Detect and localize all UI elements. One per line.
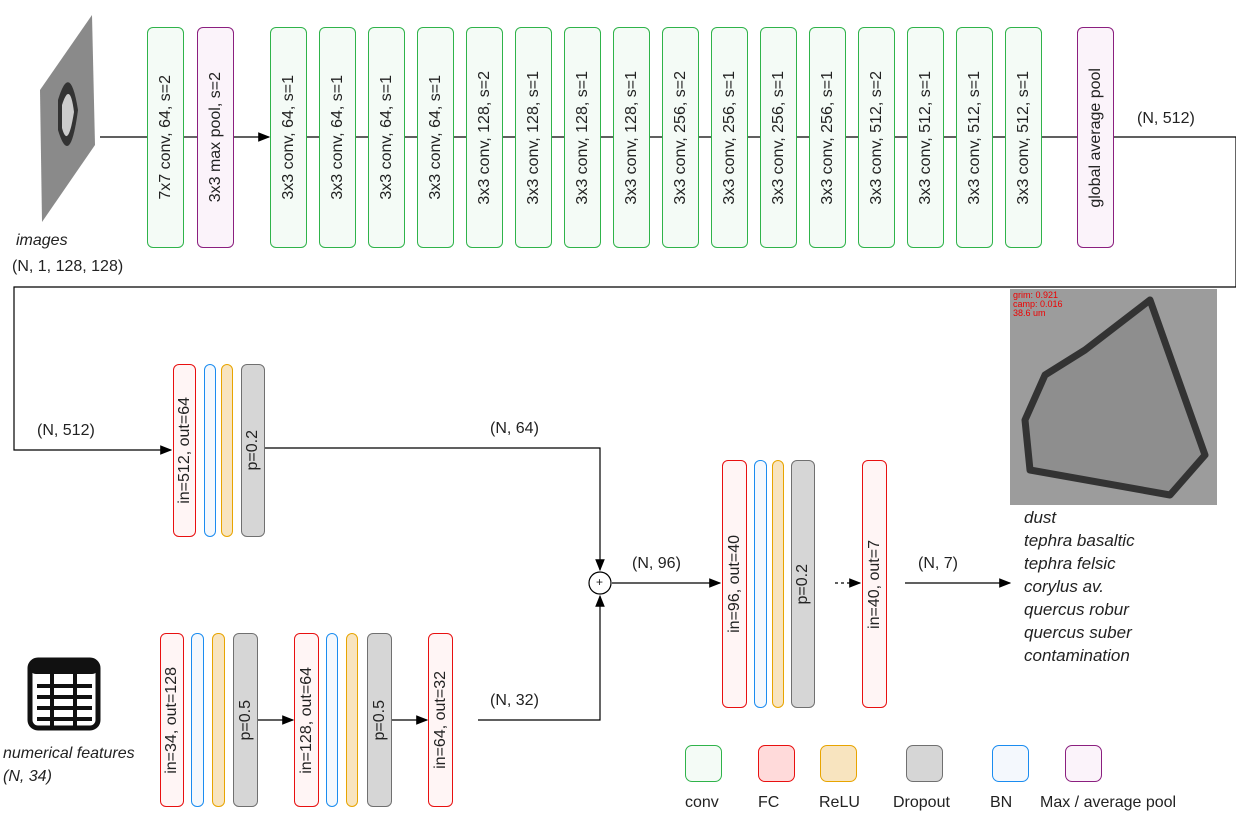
conv-layer: 3x3 conv, 256, s=1: [711, 27, 748, 248]
num-fc3-layer: in=64, out=32: [428, 633, 453, 807]
image-bn-layer: [204, 364, 216, 537]
conv-layer: 3x3 conv, 128, s=2: [466, 27, 503, 248]
num-relu1-layer: [212, 633, 225, 807]
conv-layer: 3x3 conv, 128, s=1: [613, 27, 650, 248]
overlay-camp: camp: 0.016: [1013, 299, 1063, 309]
class-list: dust tephra basaltic tephra felsic corylus …: [1024, 506, 1135, 667]
legend-swatch: [1065, 745, 1102, 782]
images-shape: (N, 1, 128, 128): [12, 258, 124, 275]
class-label: tephra basaltic: [1024, 531, 1135, 550]
head-relu-layer: [772, 460, 784, 708]
num-dropout2-layer: p=0.5: [367, 633, 392, 807]
num-relu2-layer: [346, 633, 358, 807]
legend-swatch: [758, 745, 795, 782]
legend-swatch: [992, 745, 1029, 782]
legend-label: ReLU: [819, 794, 860, 811]
conv-layer: 3x3 conv, 512, s=1: [956, 27, 993, 248]
global-avg-pool-layer: global average pool: [1077, 27, 1114, 248]
num-dropout1-layer: p=0.5: [233, 633, 258, 807]
conv-layer: 3x3 conv, 512, s=2: [858, 27, 895, 248]
legend-label: BN: [990, 794, 1013, 811]
legend-label: FC: [758, 794, 780, 811]
conv-layer: 3x3 conv, 512, s=1: [1005, 27, 1042, 248]
class-label: quercus robur: [1024, 600, 1129, 619]
overlay-grim: grim: 0.921: [1013, 290, 1059, 300]
conv-layer: 3x3 conv, 64, s=1: [319, 27, 356, 248]
num-bn1-layer: [191, 633, 204, 807]
concat-symbol: +: [596, 575, 604, 589]
sample-particle-image: [1010, 289, 1217, 505]
legend-swatch: [906, 745, 943, 782]
head-fc2-layer: in=40, out=7: [862, 460, 887, 708]
conv-layer: 7x7 conv, 64, s=2: [147, 27, 184, 248]
head-bn-layer: [754, 460, 767, 708]
head-output-shape: (N, 7): [918, 555, 958, 572]
sample-overlay-text: grim: 0.921 camp: 0.016 38.6 um: [1013, 291, 1063, 318]
conv-layer: 3x3 conv, 512, s=1: [907, 27, 944, 248]
num-fc2-layer: in=128, out=64: [294, 633, 319, 807]
head-input-shape: (N, 96): [632, 555, 681, 572]
conv-layer: 3x3 conv, 64, s=1: [368, 27, 405, 248]
conv-layer: 3x3 conv, 128, s=1: [564, 27, 601, 248]
head-fc1-layer: in=96, out=40: [722, 460, 747, 708]
class-label: tephra felsic: [1024, 554, 1116, 573]
legend-swatch: [685, 745, 722, 782]
head-dropout-layer: p=0.2: [791, 460, 815, 708]
class-label: dust: [1024, 508, 1057, 527]
num-bn2-layer: [326, 633, 338, 807]
table-icon: [27, 657, 101, 731]
num-fc1-layer: in=34, out=128: [160, 633, 184, 807]
image-dropout-layer: p=0.2: [241, 364, 265, 537]
legend-swatch: [820, 745, 857, 782]
image-branch-input-shape: (N, 512): [37, 422, 95, 439]
image-relu-layer: [221, 364, 233, 537]
class-label: contamination: [1024, 646, 1130, 665]
conv-layer: 3x3 conv, 256, s=2: [662, 27, 699, 248]
num-branch-output-shape: (N, 32): [490, 692, 539, 709]
conv-layer: 3x3 conv, 128, s=1: [515, 27, 552, 248]
numerical-features-label: numerical features (N, 34): [3, 745, 135, 785]
class-label: quercus suber: [1024, 623, 1132, 642]
image-branch-output-shape: (N, 64): [490, 420, 539, 437]
cnn-output-shape: (N, 512): [1137, 110, 1195, 127]
overlay-size: 38.6 um: [1013, 308, 1046, 318]
max-pool-layer: 3x3 max pool, s=2: [197, 27, 234, 248]
conv-layer: 3x3 conv, 256, s=1: [809, 27, 846, 248]
conv-layer: 3x3 conv, 256, s=1: [760, 27, 797, 248]
image-fc-layer: in=512, out=64: [173, 364, 196, 537]
conv-layer: 3x3 conv, 64, s=1: [270, 27, 307, 248]
legend-label: conv: [685, 794, 719, 811]
class-label: corylus av.: [1024, 577, 1104, 596]
input-image: [40, 15, 95, 222]
images-label: images: [16, 232, 68, 249]
legend-label: Dropout: [893, 794, 950, 811]
legend-label: Max / average pool: [1040, 794, 1177, 811]
conv-layer: 3x3 conv, 64, s=1: [417, 27, 454, 248]
